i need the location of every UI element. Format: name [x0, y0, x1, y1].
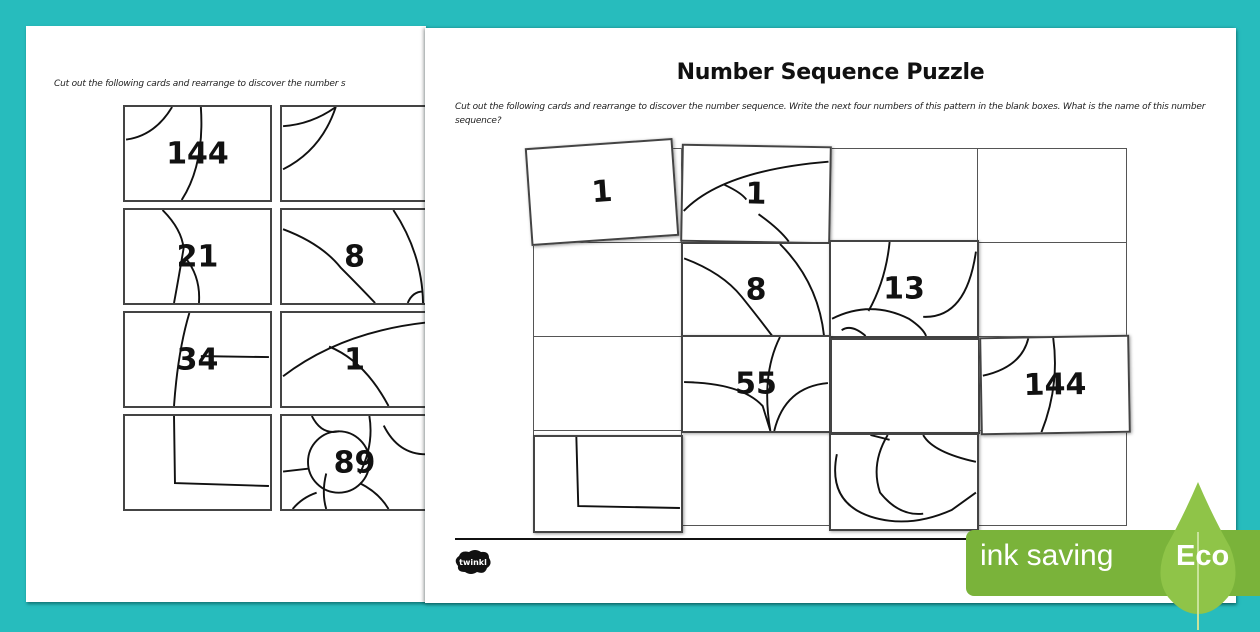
placed-card[interactable]: 8 [681, 242, 831, 338]
card-number: 8 [745, 272, 767, 308]
svg-text:twinkl: twinkl [459, 558, 487, 567]
ink-saving-eco-badge: ink saving Eco [966, 482, 1260, 630]
puzzle-card: 1 [280, 311, 426, 408]
card-number: 89 [333, 445, 376, 480]
leaf-drop-icon [1160, 482, 1236, 630]
grid-cell [533, 242, 683, 338]
placed-card[interactable]: 13 [829, 240, 979, 338]
grid-cell [681, 430, 831, 526]
spiral-segment-icon [982, 337, 1056, 433]
grid-cell [977, 242, 1127, 338]
spiral-segment-icon [683, 160, 829, 243]
twinkl-logo-icon: twinkl [455, 550, 491, 574]
card-number: 21 [176, 239, 219, 274]
footer-divider [455, 538, 1235, 540]
spiral-segment-icon [683, 244, 825, 336]
placed-card[interactable]: 1 [524, 137, 680, 247]
puzzle-card: 34 [123, 311, 272, 408]
card-number: 1 [590, 173, 614, 211]
ink-saving-label: ink saving [980, 539, 1114, 572]
spiral-segment-icon [282, 107, 337, 171]
card-number: 1 [745, 176, 767, 212]
spiral-segment-icon [282, 321, 426, 406]
page-title: Number Sequence Puzzle [676, 60, 985, 85]
spiral-segment-icon [173, 416, 269, 487]
placed-card[interactable]: 144 [979, 334, 1131, 436]
grid-cell [977, 430, 1127, 526]
grid-cell [829, 148, 979, 244]
spiral-segment-icon [125, 107, 203, 200]
eco-label: Eco [1176, 540, 1230, 572]
card-number: 144 [166, 136, 229, 171]
placed-card[interactable] [830, 338, 980, 434]
card-number: 55 [735, 366, 777, 402]
front-instructions: Cut out the following cards and rearrang… [455, 102, 1206, 126]
card-number: 34 [176, 342, 219, 377]
front-worksheet-page: Number Sequence Puzzle Cut out the follo… [425, 28, 1236, 603]
placed-card[interactable] [829, 433, 979, 531]
placed-card[interactable] [533, 435, 683, 533]
spiral-segment-icon [282, 210, 425, 303]
puzzle-card: 89 [280, 414, 426, 511]
back-instructions: Cut out the following cards and rearrang… [54, 79, 346, 89]
puzzle-card [280, 105, 426, 202]
spiral-segment-icon [684, 337, 829, 431]
card-number: 8 [344, 239, 365, 274]
placed-card[interactable]: 55 [681, 335, 831, 433]
spiral-segment-icon [575, 437, 680, 509]
puzzle-card: 144 [123, 105, 272, 202]
back-worksheet-page: Cut out the following cards and rearrang… [26, 26, 426, 602]
puzzle-card: 21 [123, 208, 272, 305]
card-number: 13 [883, 271, 925, 307]
spiral-segment-icon [282, 416, 426, 509]
card-number: 144 [1023, 366, 1087, 404]
puzzle-card: 8 [280, 208, 426, 305]
placed-card[interactable]: 1 [680, 143, 832, 245]
grid-cell [977, 148, 1127, 244]
spiral-segment-icon [161, 210, 201, 303]
card-number: 1 [344, 342, 365, 377]
spiral-segment-icon [173, 313, 269, 406]
spiral-segment-icon [834, 435, 977, 523]
puzzle-card [123, 414, 272, 511]
grid-cell [533, 336, 683, 432]
spiral-segment-icon [831, 242, 977, 336]
